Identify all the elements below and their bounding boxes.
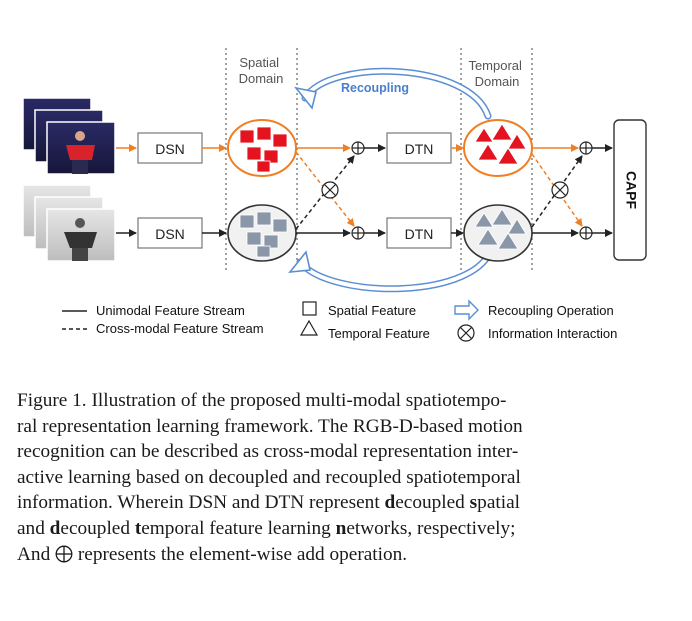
svg-text:DTN: DTN bbox=[405, 226, 434, 242]
caption-line-7: And represents the element-wise add oper… bbox=[17, 543, 408, 565]
caption-line-2: ral representation learning framework. T… bbox=[17, 415, 523, 437]
recoupling-arrow-bottom bbox=[288, 242, 496, 293]
svg-text:DTN: DTN bbox=[405, 141, 434, 157]
spatial-domain-label: Spatial Domain bbox=[239, 55, 284, 86]
svg-text:Spatial Feature: Spatial Feature bbox=[328, 303, 416, 318]
legend-crossmodal: Cross-modal Feature Stream bbox=[62, 321, 264, 336]
svg-text:Cross-modal Feature Stream: Cross-modal Feature Stream bbox=[96, 321, 264, 336]
figure-caption: Figure 1. Illustration of the proposed m… bbox=[17, 388, 677, 567]
dtn-box-top: DTN bbox=[386, 132, 452, 164]
legend-unimodal: Unimodal Feature Stream bbox=[62, 303, 245, 318]
svg-text:Unimodal Feature Stream: Unimodal Feature Stream bbox=[96, 303, 245, 318]
spatial-feature-depth bbox=[227, 204, 297, 262]
add-node-spatial-top bbox=[351, 141, 365, 155]
caption-line-5: information. Wherein DSN and DTN represe… bbox=[17, 492, 520, 514]
oplus-icon bbox=[55, 545, 73, 563]
temporal-domain-label: Temporal Domain bbox=[468, 58, 525, 89]
legend-spatial-feature: Spatial Feature bbox=[302, 301, 416, 318]
legend-temporal-feature: Temporal Feature bbox=[299, 319, 430, 341]
rgb-input-frames bbox=[22, 97, 116, 175]
svg-text:DSN: DSN bbox=[155, 141, 185, 157]
add-node-spatial-bottom bbox=[351, 226, 365, 240]
legend-info-interaction: Information Interaction bbox=[457, 324, 617, 342]
crossmodal-spatial-depth-to-rgb bbox=[295, 155, 355, 230]
info-interaction-node-temporal bbox=[551, 181, 569, 199]
caption-line-6: and decoupled temporal feature learning … bbox=[17, 517, 516, 539]
recoupling-label: Recoupling bbox=[341, 81, 409, 95]
legend-recoupling-op: Recoupling Operation bbox=[454, 299, 614, 321]
svg-text:CAPF: CAPF bbox=[623, 171, 639, 210]
svg-text:Temporal Feature: Temporal Feature bbox=[328, 326, 430, 341]
dsn-box-top: DSN bbox=[137, 132, 203, 164]
temporal-feature-depth bbox=[463, 204, 533, 262]
caption-line-4: active learning based on decoupled and r… bbox=[17, 466, 521, 488]
depth-input-frames bbox=[22, 184, 116, 262]
crossmodal-spatial-rgb-to-depth bbox=[295, 151, 355, 227]
spatial-feature-rgb bbox=[227, 119, 297, 177]
add-node-temporal-bottom bbox=[579, 226, 593, 240]
svg-text:Recoupling Operation: Recoupling Operation bbox=[488, 303, 614, 318]
caption-line-3: recognition can be described as cross-mo… bbox=[17, 441, 519, 463]
dtn-box-bottom: DTN bbox=[386, 217, 452, 249]
add-node-temporal-top bbox=[579, 141, 593, 155]
legend: Unimodal Feature Stream Cross-modal Feat… bbox=[62, 299, 617, 342]
temporal-feature-rgb bbox=[463, 119, 533, 177]
dsn-box-bottom: DSN bbox=[137, 217, 203, 249]
svg-text:DSN: DSN bbox=[155, 226, 185, 242]
recoupling-arrow-top bbox=[294, 67, 492, 120]
info-interaction-node-spatial bbox=[321, 181, 339, 199]
svg-text:Information Interaction: Information Interaction bbox=[488, 326, 617, 341]
capf-box: CAPF bbox=[613, 119, 647, 261]
framework-diagram: Spatial Domain Temporal Domain Recouplin… bbox=[22, 48, 647, 342]
caption-line-1: Figure 1. Illustration of the proposed m… bbox=[17, 390, 507, 411]
